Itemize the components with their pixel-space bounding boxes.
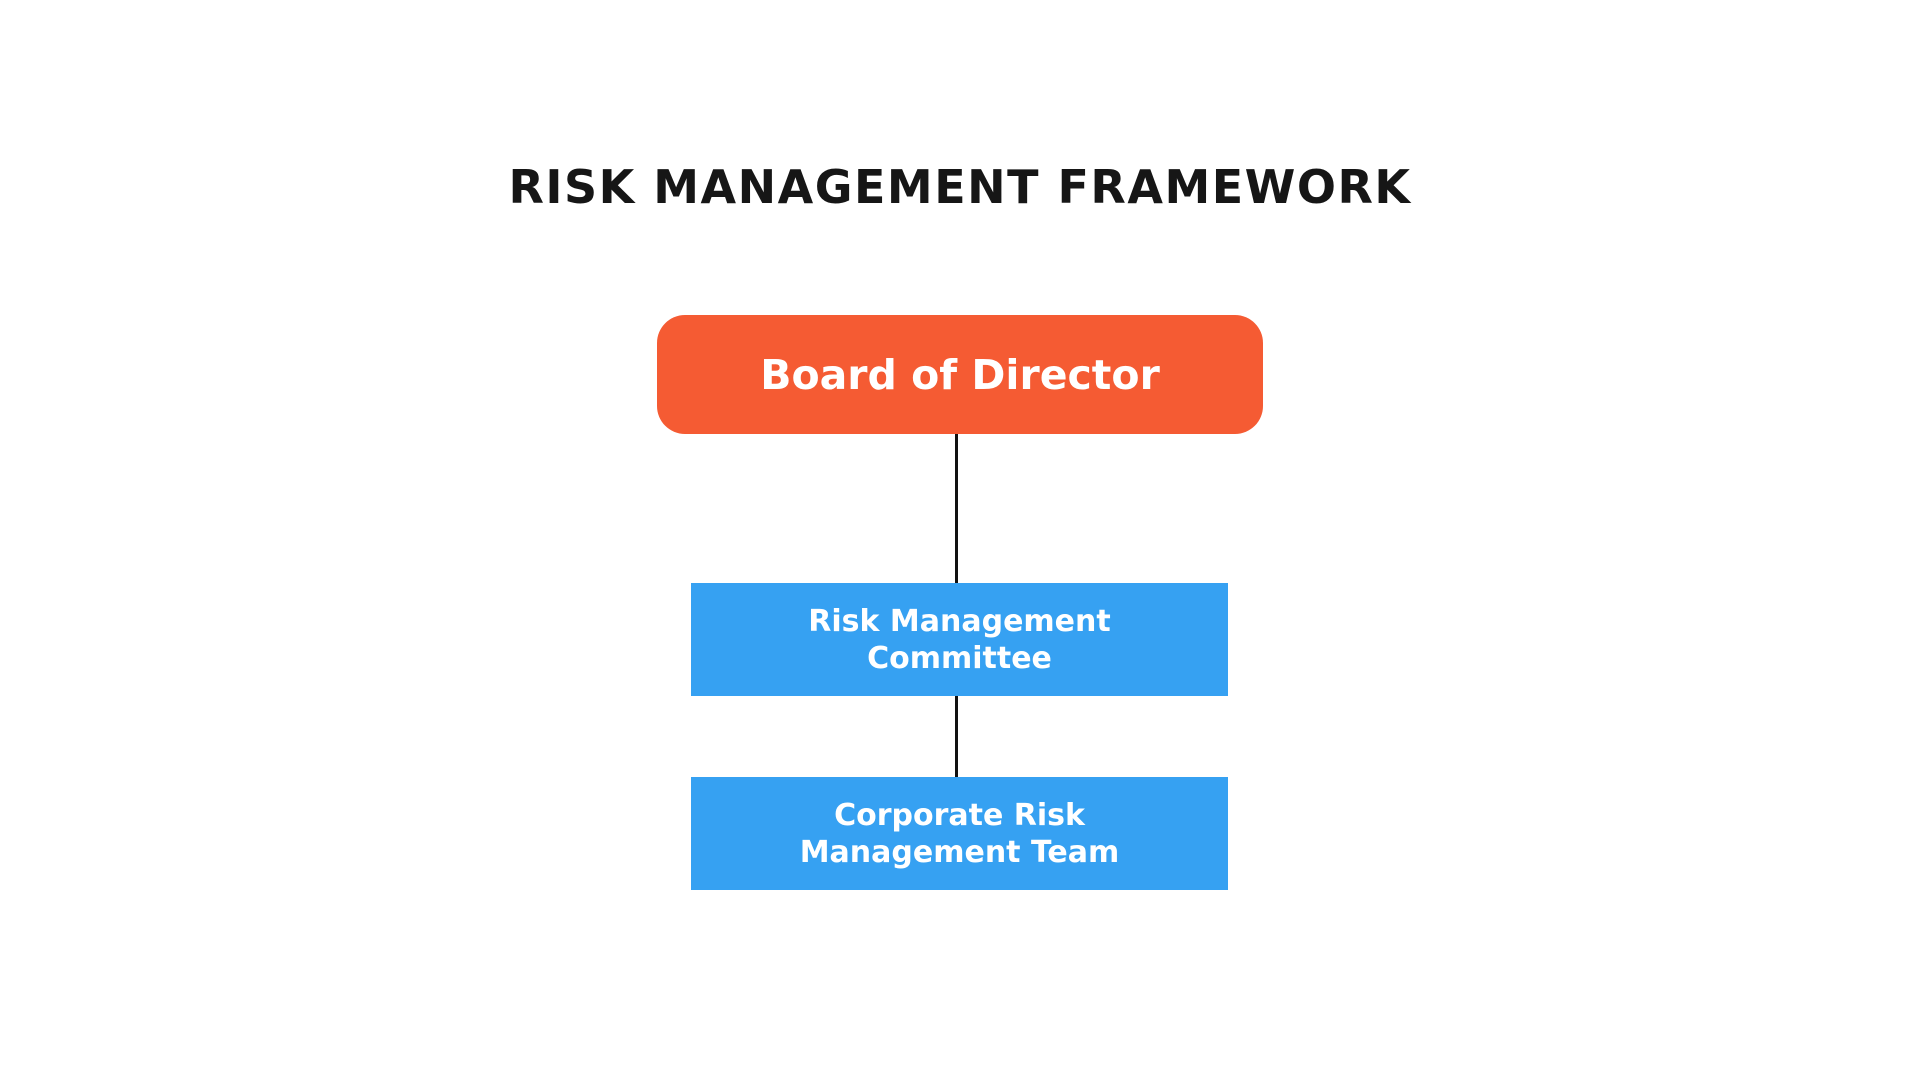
node-committee-label: Risk Management Committee <box>808 603 1111 676</box>
node-corporate-risk-management-team: Corporate Risk Management Team <box>691 777 1228 890</box>
connector-committee-to-team <box>955 696 958 777</box>
connector-board-to-committee <box>955 434 958 583</box>
node-board-label: Board of Director <box>760 350 1160 399</box>
diagram-title: RISK MANAGEMENT FRAMEWORK <box>508 160 1412 214</box>
node-risk-management-committee: Risk Management Committee <box>691 583 1228 696</box>
node-team-label: Corporate Risk Management Team <box>799 797 1120 870</box>
node-board-of-director: Board of Director <box>657 315 1263 434</box>
